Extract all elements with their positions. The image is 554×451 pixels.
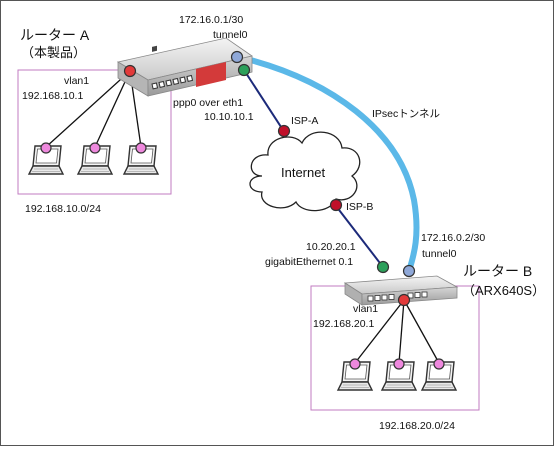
router-b-tunnel-ip: 172.16.0.2/30 [421,232,485,244]
router-b-wan-ip: 10.20.20.1 [306,241,356,253]
internet-cloud [249,131,361,212]
router-b-vlan-label: vlan1 [353,303,378,315]
router-a-vlan-ip: 192.168.10.1 [22,90,83,102]
router-b-title: ルーター B [463,263,532,279]
isp-b-label: ISP-B [346,201,373,213]
ipsec-tunnel-line [240,55,420,274]
router-a-lan-network: 192.168.10.0/24 [25,203,101,215]
lan-b-cables [354,299,440,364]
wan-cables [243,69,384,268]
pc-ports [40,142,445,370]
router-a-wan-label: ppp0 over eth1 [173,97,243,109]
router-a-vlan-label: vlan1 [64,75,89,87]
router-b-subtitle: （ARX640S） [462,283,545,298]
internet-label: Internet [281,165,325,180]
ipsec-tunnel-label: IPsecトンネル [372,108,440,120]
router-a-tunnel-port [230,50,244,64]
router-b-wan-port [376,260,390,274]
isp-a-port [277,124,291,138]
router-a-tunnel-ip: 172.16.0.1/30 [179,14,243,26]
router-b-vlan-ip: 192.168.20.1 [313,318,374,330]
router-a-wan-port [237,63,251,77]
lan-a-box [17,69,172,195]
router-b-tunnel-label: tunnel0 [422,248,457,260]
router-b-device [343,275,459,306]
router-b-tunnel-port [402,264,416,278]
router-a-tunnel-label: tunnel0 [213,29,248,41]
router-a-lan-port [123,64,137,78]
router-a-device [116,37,253,97]
router-b-lan-network: 192.168.20.0/24 [379,420,455,432]
router-b-wan-label: gigabitEthernet 0.1 [265,256,353,268]
router-a-subtitle: （本製品） [21,45,86,60]
isp-a-label: ISP-A [291,115,318,127]
router-a-wan-ip: 10.10.10.1 [204,111,254,123]
isp-b-port [329,198,343,212]
router-a-title: ルーター A [20,27,90,43]
router-b-lan-port [397,293,411,307]
